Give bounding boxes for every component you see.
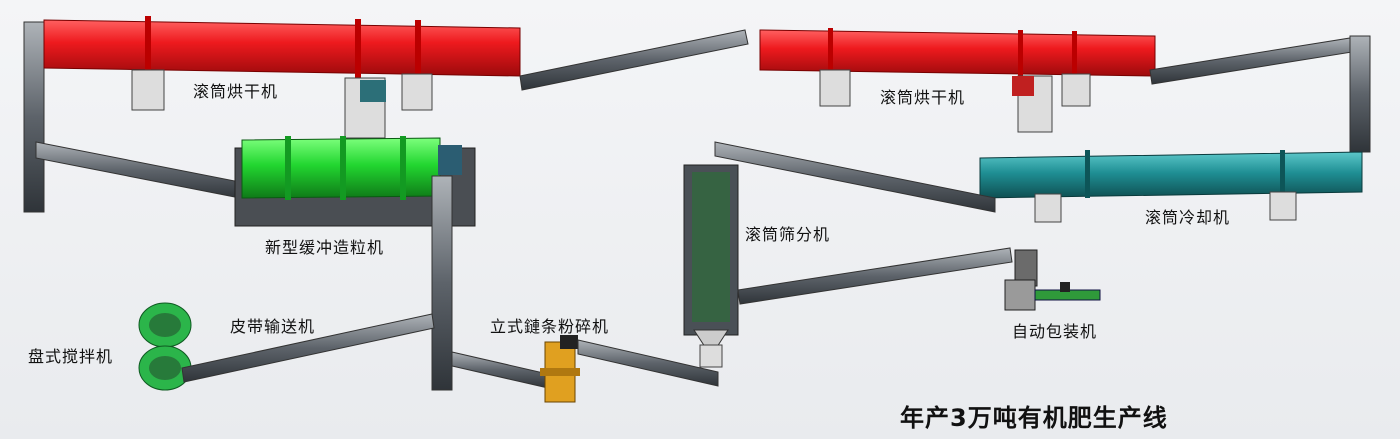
label-packer: 自动包装机 bbox=[1012, 322, 1098, 341]
auto-packing-machine bbox=[1004, 249, 1101, 311]
bucket-elevator-left bbox=[23, 21, 45, 213]
label-granulator: 新型缓冲造粒机 bbox=[265, 238, 385, 257]
conveyor-dryer2-to-cooler bbox=[1149, 37, 1353, 85]
conveyor-to-crusher bbox=[451, 351, 549, 389]
bucket-elevator-center bbox=[431, 175, 453, 391]
rotary-cooler bbox=[979, 150, 1363, 223]
belt-conveyor bbox=[181, 313, 435, 383]
rotary-dryer-1 bbox=[43, 16, 521, 139]
drum-screen bbox=[683, 164, 739, 368]
label-screen: 滚筒筛分机 bbox=[745, 225, 831, 244]
conveyor-crusher-to-screen bbox=[577, 339, 719, 387]
label-cooler: 滚筒冷却机 bbox=[1145, 208, 1231, 227]
conveyor-screen-to-packer bbox=[737, 247, 1013, 305]
conveyor-dryer1-to-dryer2 bbox=[519, 29, 749, 91]
label-dryer-1: 滚筒烘干机 bbox=[193, 82, 279, 101]
rotary-dryer-2 bbox=[759, 28, 1156, 133]
diagram-title: 年产3万吨有机肥生产线 bbox=[900, 404, 1168, 432]
label-mixer: 盘式搅拌机 bbox=[28, 347, 114, 366]
label-belt-conveyor: 皮带输送机 bbox=[230, 317, 316, 336]
disc-mixer bbox=[138, 302, 192, 391]
conveyor-cooler-to-screen bbox=[714, 141, 996, 213]
conveyor-to-granulator bbox=[35, 141, 246, 200]
label-dryer-2: 滚筒烘干机 bbox=[880, 88, 966, 107]
chain-crusher bbox=[540, 335, 580, 403]
label-crusher: 立式鏈条粉碎机 bbox=[490, 317, 610, 336]
bucket-elevator-right bbox=[1349, 35, 1371, 153]
